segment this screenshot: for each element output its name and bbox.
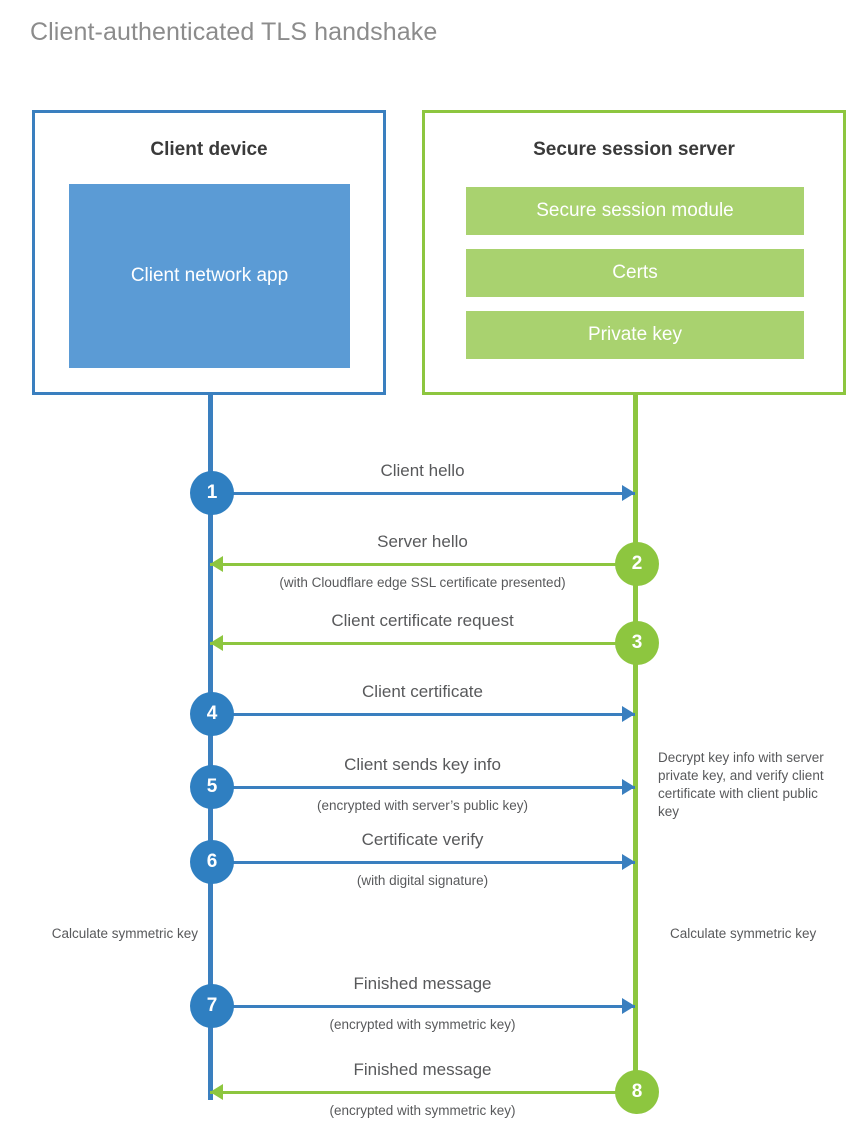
arrow-line-step-2 (210, 563, 635, 566)
note-server-calculate-symmetric-key: Calculate symmetric key (670, 926, 817, 941)
step-circle-6[interactable]: 6 (190, 840, 234, 884)
message-label-step-8: Finished message (353, 1060, 492, 1079)
server-component-secure-session-module: Secure session module (466, 187, 804, 235)
arrow-head-step-7 (622, 998, 635, 1014)
message-label-step-2: Server hello (377, 532, 468, 551)
client-network-app-block: Client network app (69, 184, 350, 368)
arrow-line-step-6 (210, 861, 635, 864)
message-sublabel-step-7: (encrypted with symmetric key) (329, 1017, 516, 1032)
arrow-head-step-3 (210, 635, 223, 651)
message-label-step-1: Client hello (380, 461, 465, 480)
arrow-head-step-6 (622, 854, 635, 870)
step-circle-8[interactable]: 8 (615, 1070, 659, 1114)
arrow-head-step-8 (210, 1084, 223, 1100)
secure-session-server-box: Secure session server Secure session mod… (422, 110, 846, 395)
arrow-head-step-2 (210, 556, 223, 572)
client-device-title: Client device (150, 139, 268, 160)
note-server-decrypt-key-info: Decrypt key info with server private key… (658, 750, 824, 819)
step-circle-2[interactable]: 2 (615, 542, 659, 586)
message-label-step-6: Certificate verify (361, 830, 484, 849)
message-sublabel-step-2: (with Cloudflare edge SSL certificate pr… (279, 575, 566, 590)
message-label-step-5: Client sends key info (344, 755, 501, 774)
server-component-certs: Certs (466, 249, 804, 297)
step-circle-4[interactable]: 4 (190, 692, 234, 736)
message-label-step-3: Client certificate request (331, 611, 514, 630)
client-device-box: Client device Client network app (32, 110, 386, 395)
server-lifeline (633, 394, 638, 1092)
arrow-line-step-3 (210, 642, 635, 645)
arrow-line-step-1 (210, 492, 635, 495)
arrow-line-step-7 (210, 1005, 635, 1008)
arrow-line-step-4 (210, 713, 635, 716)
note-client-calculate-symmetric-key: Calculate symmetric key (51, 926, 198, 941)
page-title: Client-authenticated TLS handshake (30, 18, 438, 46)
client-lifeline (208, 394, 213, 1100)
message-label-step-4: Client certificate (362, 682, 483, 701)
arrow-line-step-8 (210, 1091, 635, 1094)
secure-session-server-title: Secure session server (533, 139, 735, 160)
step-circle-5[interactable]: 5 (190, 765, 234, 809)
arrow-head-step-5 (622, 779, 635, 795)
message-label-step-7: Finished message (353, 974, 492, 993)
step-circle-3[interactable]: 3 (615, 621, 659, 665)
step-circle-1[interactable]: 1 (190, 471, 234, 515)
arrow-head-step-4 (622, 706, 635, 722)
message-sublabel-step-8: (encrypted with symmetric key) (329, 1103, 516, 1118)
server-component-private-key: Private key (466, 311, 804, 359)
arrow-head-step-1 (622, 485, 635, 501)
step-circle-7[interactable]: 7 (190, 984, 234, 1028)
arrow-line-step-5 (210, 786, 635, 789)
message-sublabel-step-5: (encrypted with server’s public key) (316, 798, 529, 813)
message-sublabel-step-6: (with digital signature) (356, 873, 489, 888)
